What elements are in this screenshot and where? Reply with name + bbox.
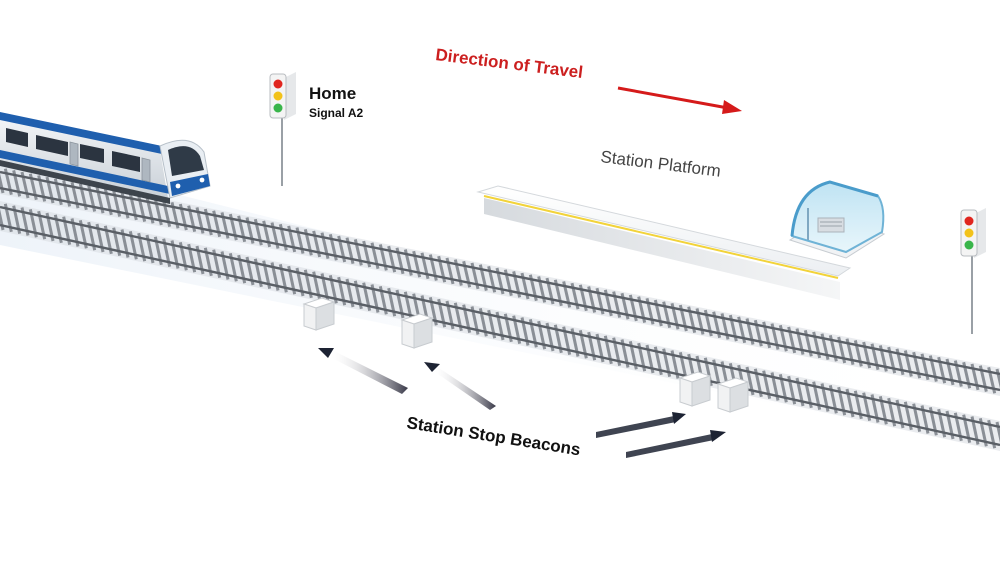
pointer-arrow-4 <box>626 430 726 458</box>
station-platform <box>476 185 852 300</box>
direction-arrow-icon <box>617 86 742 114</box>
metro-train-icon <box>0 112 211 204</box>
direction-of-travel-label: Direction of Travel <box>435 45 585 82</box>
station-platform-label: Station Platform <box>600 147 722 181</box>
home-signal-icon <box>269 72 296 186</box>
rail-left <box>0 170 1000 376</box>
near-track <box>0 201 1000 451</box>
station-stop-beacons-label: Station Stop Beacons <box>405 413 581 459</box>
beacon-4-icon <box>716 377 750 413</box>
beacon-2-icon <box>400 313 434 349</box>
pointer-arrow-2 <box>424 362 496 410</box>
beacon-pointer-arrows <box>318 348 726 458</box>
railway-tracks <box>0 166 1000 451</box>
rail-left <box>0 205 1000 429</box>
rail-right <box>0 223 1000 447</box>
exit-signal-icon <box>960 208 986 334</box>
pointer-arrow-1 <box>318 348 408 394</box>
signal-a2-label: Signal A2 <box>309 106 364 120</box>
station-shelter-icon <box>788 180 886 259</box>
pointer-arrow-3 <box>596 412 686 438</box>
far-track <box>0 166 1000 396</box>
beacon-3-icon <box>678 371 712 407</box>
beacon-1-icon <box>302 297 336 331</box>
home-label: Home <box>309 84 356 103</box>
rail-right <box>0 186 1000 392</box>
